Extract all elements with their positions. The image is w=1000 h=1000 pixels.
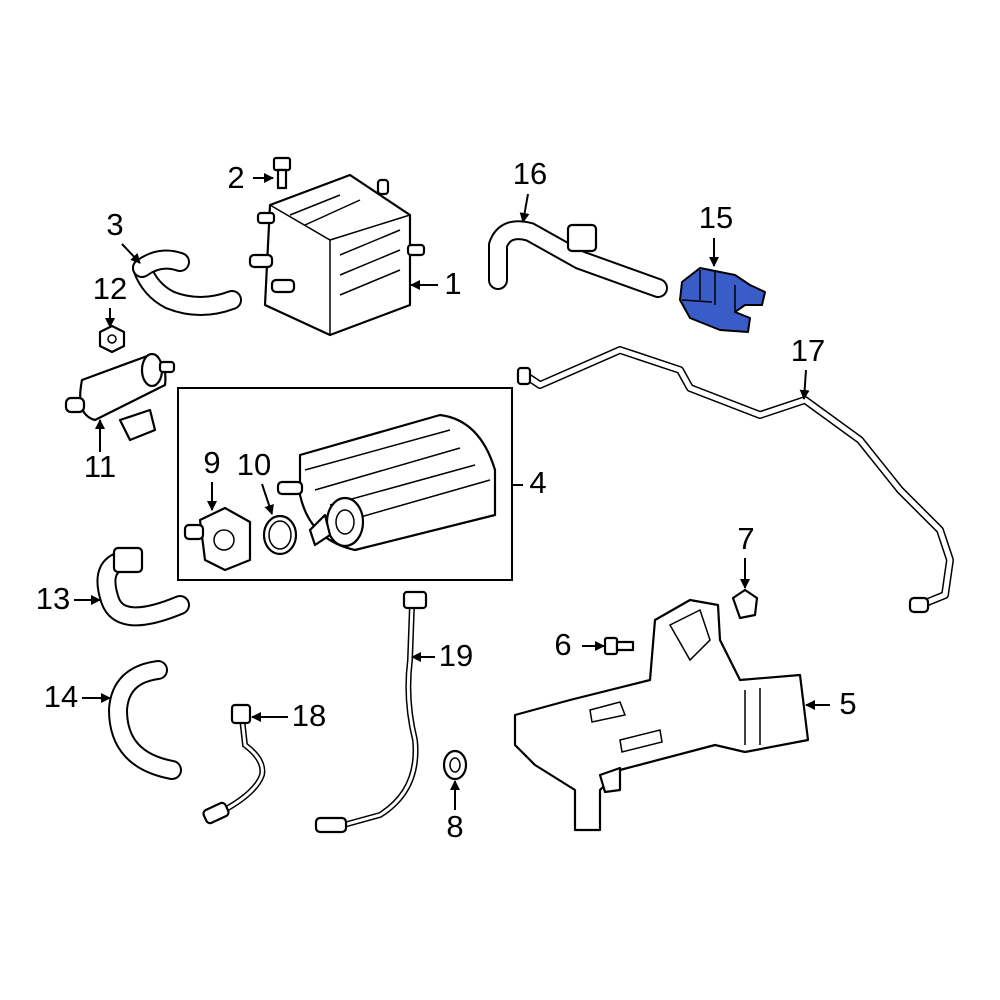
callout-label-19: 19 [439, 638, 473, 673]
callout-label-8: 8 [446, 809, 463, 844]
callout-label-2: 2 [227, 160, 244, 195]
part-11-filter[interactable] [64, 352, 176, 442]
callout-label-14: 14 [44, 679, 78, 714]
part-1-vapor-canister[interactable] [248, 173, 426, 337]
callout-label-13: 13 [36, 581, 70, 616]
part-4-canister[interactable] [276, 413, 497, 552]
callout-label-18: 18 [292, 698, 326, 733]
part-10-seal[interactable] [262, 514, 298, 556]
part-3-hose[interactable] [132, 249, 242, 316]
part-6-bolt[interactable] [603, 636, 635, 656]
callout-label-5: 5 [839, 686, 856, 721]
part-2-bolt[interactable] [272, 156, 292, 190]
part-19-oxygen-sensor[interactable] [314, 590, 428, 834]
part-9-sensor[interactable] [183, 506, 252, 572]
callout-label-11: 11 [84, 449, 116, 484]
part-14-hose[interactable] [108, 660, 182, 780]
callout-label-4: 4 [529, 465, 546, 500]
part-17-vapor-line[interactable] [516, 346, 954, 614]
part-5-bracket[interactable] [513, 598, 810, 832]
callout-label-10: 10 [237, 447, 271, 482]
callout-label-3: 3 [106, 207, 123, 242]
callout-label-15: 15 [699, 200, 733, 235]
part-15-purge-valve[interactable] [679, 267, 766, 333]
part-16-hose-assembly[interactable] [488, 220, 668, 298]
callout-label-6: 6 [554, 627, 571, 662]
part-18-oxygen-sensor[interactable] [202, 703, 266, 825]
leader-lines [74, 173, 830, 810]
callout-label-7: 7 [737, 521, 754, 556]
callout-label-1: 1 [444, 266, 461, 301]
callout-label-17: 17 [791, 333, 825, 368]
part-8-grommet[interactable] [442, 749, 468, 781]
part-13-hose[interactable] [96, 546, 190, 627]
callout-label-9: 9 [203, 445, 220, 480]
callout-label-12: 12 [93, 271, 127, 306]
callout-label-16: 16 [513, 156, 547, 191]
part-12-nut[interactable] [98, 324, 126, 354]
part-7-clip[interactable] [731, 588, 759, 620]
